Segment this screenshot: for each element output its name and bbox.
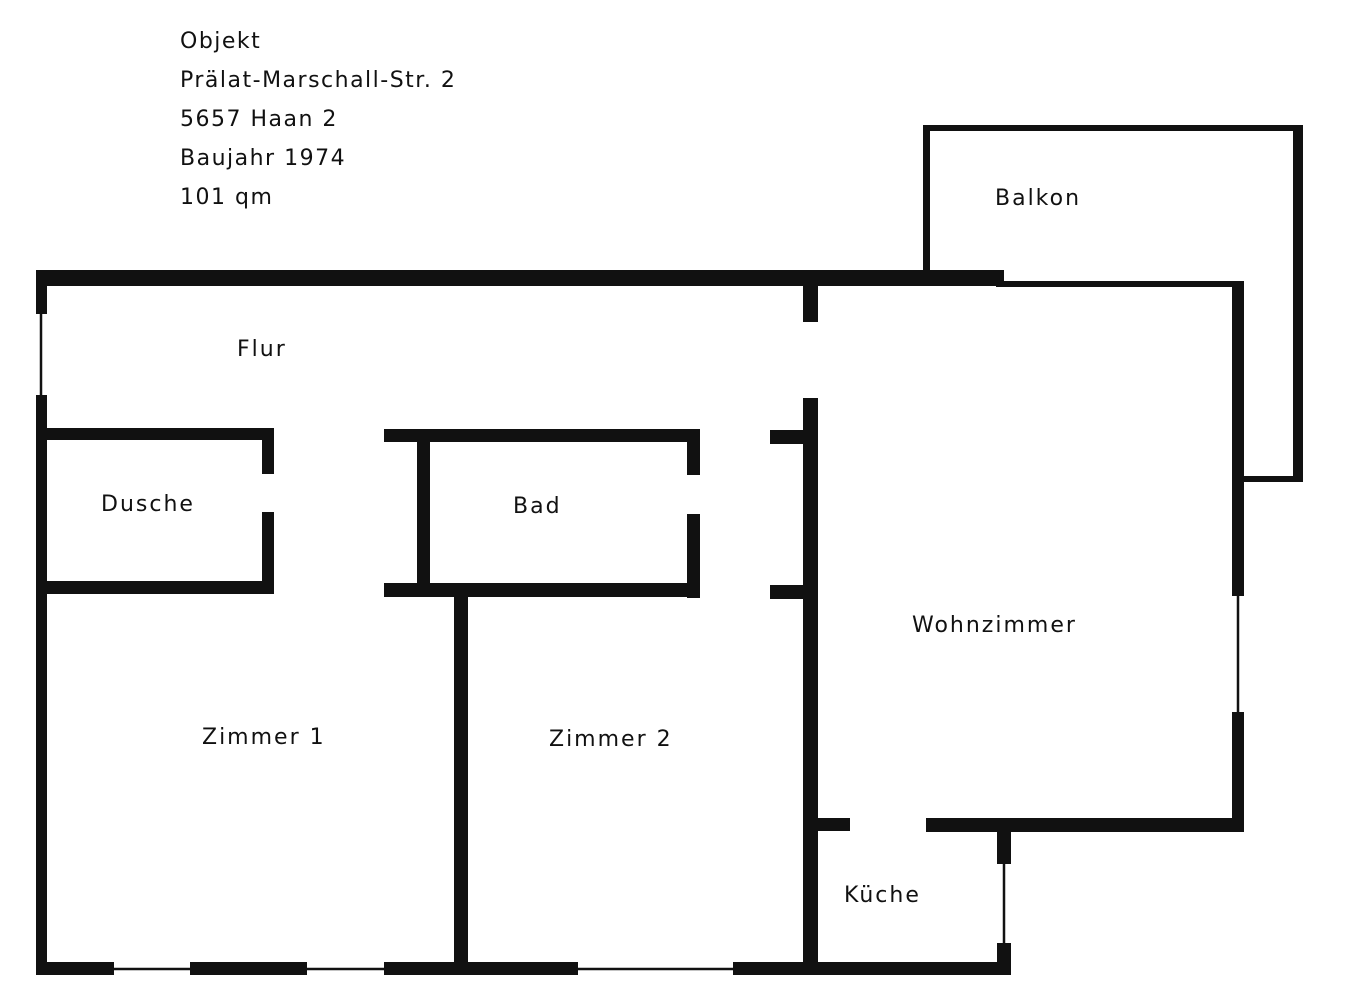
label-flur: Flur — [237, 337, 287, 362]
wall-bottom-2 — [190, 962, 307, 975]
info-year-built: Baujahr 1974 — [180, 146, 347, 171]
wall-living-left — [803, 398, 818, 975]
property-info: Objekt Prälat-Marschall-Str. 2 5657 Haan… — [180, 22, 456, 217]
info-address-street: Prälat-Marschall-Str. 2 — [180, 68, 457, 93]
wall-kitchen-right-lower — [997, 943, 1011, 975]
wall-flur-stub-2 — [770, 585, 818, 599]
label-zimmer-1: Zimmer 1 — [202, 725, 326, 750]
wall-living-bottom — [926, 818, 1244, 832]
label-kueche: Küche — [844, 883, 921, 908]
info-object-label: Objekt — [180, 29, 262, 54]
balcony-outline — [923, 125, 1303, 482]
info-area: 101 qm — [180, 185, 274, 210]
wall-kitchen-right-upper — [997, 818, 1011, 864]
wall-flur-stub-1 — [770, 430, 818, 444]
wall-left-upper — [36, 270, 47, 314]
label-dusche: Dusche — [101, 492, 195, 517]
wall-kitchen-stub — [818, 818, 850, 831]
info-address-city: 5657 Haan 2 — [180, 107, 338, 132]
wall-bottom-3 — [384, 962, 578, 975]
wall-right-lower — [1232, 712, 1244, 830]
shower-walls — [36, 428, 274, 594]
label-bad: Bad — [513, 494, 562, 519]
wall-bottom-4 — [733, 962, 1009, 975]
label-balkon: Balkon — [995, 186, 1081, 211]
label-wohnzimmer: Wohnzimmer — [912, 613, 1077, 638]
wall-living-stub-top — [803, 281, 818, 322]
label-zimmer-2: Zimmer 2 — [549, 727, 673, 752]
wall-left-lower — [36, 395, 47, 975]
wall-zimmer-divider — [454, 583, 468, 975]
wall-bottom-1 — [36, 962, 114, 975]
wall-top — [36, 270, 1004, 286]
wall-right-upper — [1232, 281, 1244, 596]
wall-top-right — [996, 281, 1244, 287]
